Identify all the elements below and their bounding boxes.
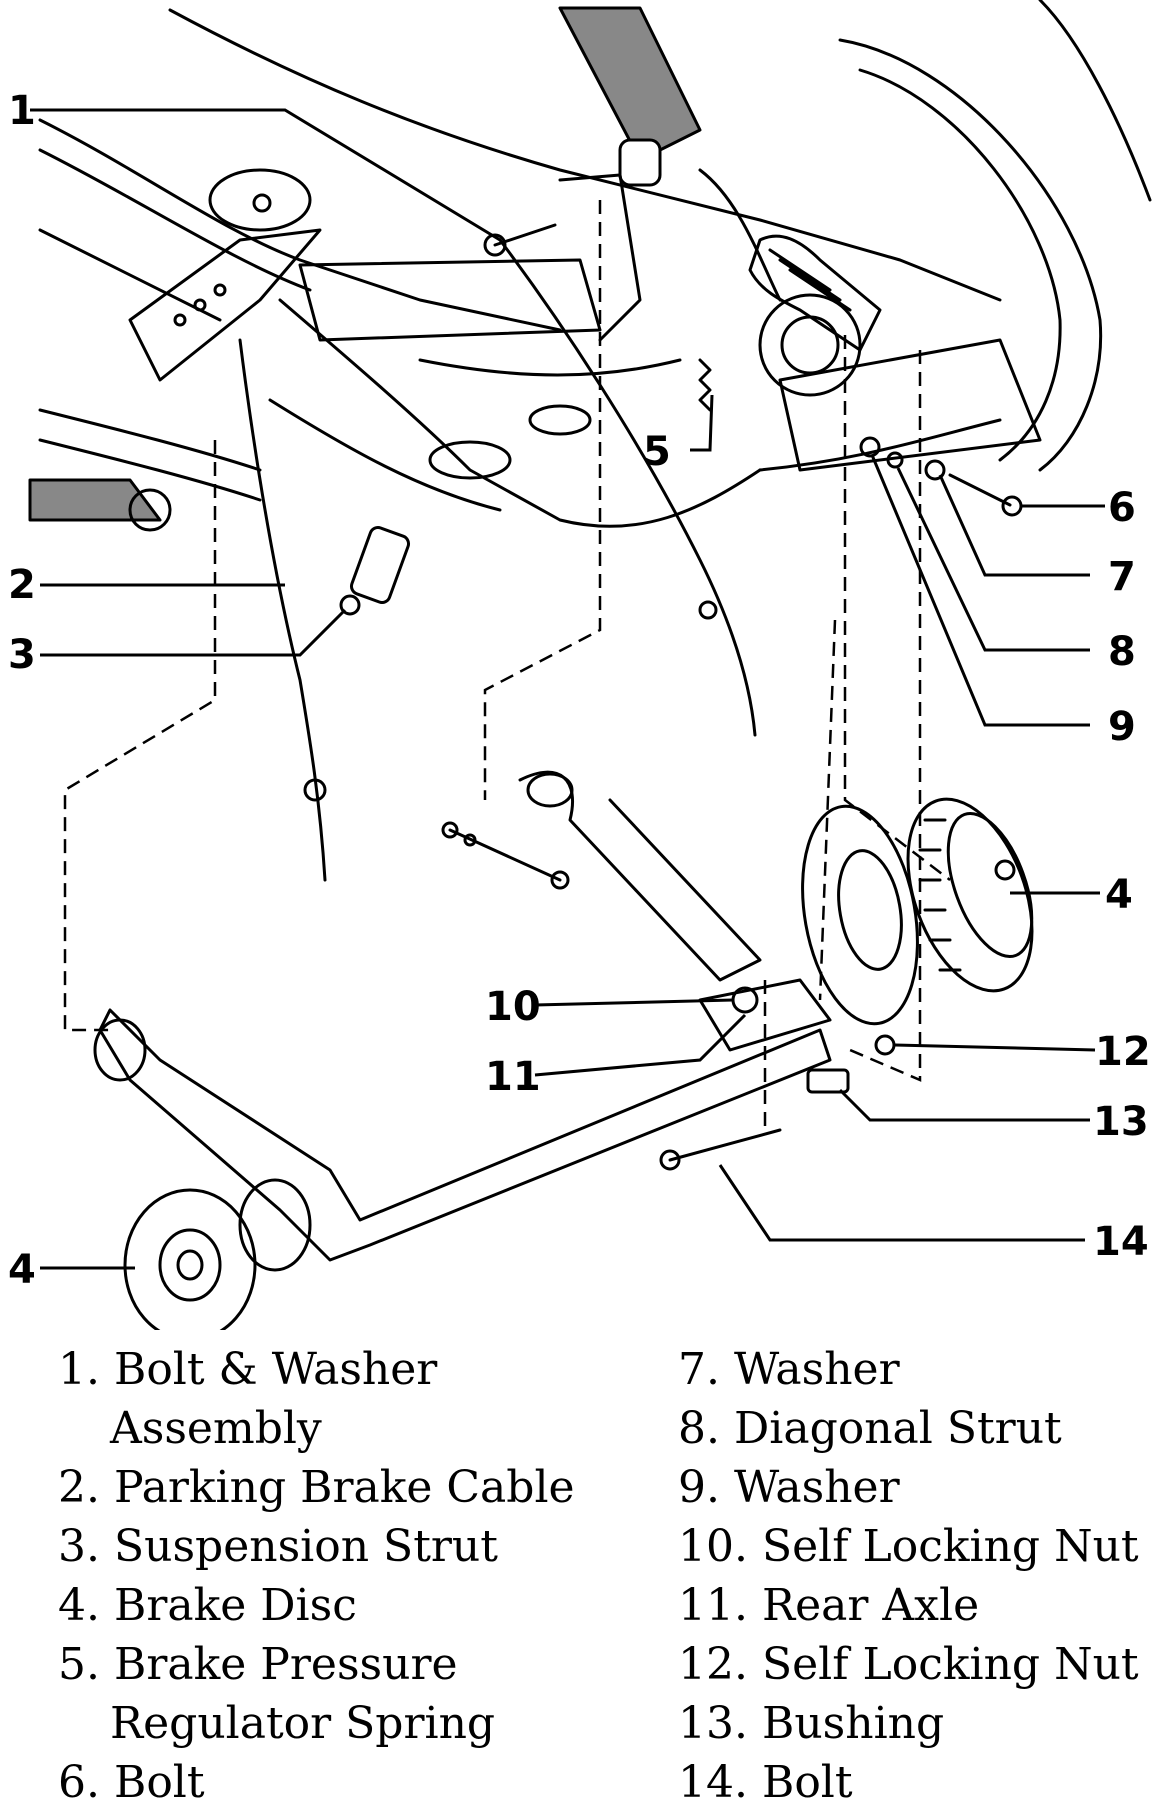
callout-13: 13 [1093,1099,1149,1145]
bolt-6 [948,473,1023,517]
legend-item-12: 12. Self Locking Nut [678,1639,1139,1690]
legend-item-10: 10. Self Locking Nut [678,1521,1139,1572]
legend-item-11: 11. Rear Axle [678,1580,980,1631]
legend-item-9: 9. Washer [678,1462,900,1513]
rear-suspension-diagram: 1 2 3 4 4 5 6 7 8 9 10 11 12 13 14 [8,0,1152,1330]
alignment-lines [63,200,951,1130]
strut-8 [886,451,904,469]
suspension-strut [339,526,411,616]
axle-boot [748,234,1042,472]
callout-6: 6 [1108,485,1136,531]
callout-9: 9 [1108,704,1136,750]
legend-item-7: 7. Washer [678,1344,900,1395]
callout-4-right: 4 [1105,872,1133,918]
strut-left-shaded [28,478,172,532]
bushing-13 [806,1068,850,1094]
legend-item-1: 1. Bolt & Washer Assembly [58,1344,438,1454]
brake-backing-plate-right [801,804,919,1026]
callout-4-left: 4 [8,1247,36,1293]
bolt-1 [483,223,557,257]
arm-bolt [441,821,570,890]
diagonal-strut-arm [518,770,762,982]
callout-1: 1 [8,88,36,134]
callout-3: 3 [8,632,36,678]
legend-item-6: 6. Bolt [58,1757,205,1808]
legend-right-column: 7. Washer 8. Diagonal Strut 9. Washer 10… [678,1340,1148,1812]
parking-brake-cable [238,238,757,882]
underbody-floor-pan [38,8,1002,528]
legend-item-8: 8. Diagonal Strut [678,1403,1062,1454]
legend-item-5: 5. Brake Pressure Regulator Spring [58,1639,496,1749]
legend-item-2: 2. Parking Brake Cable [58,1462,575,1513]
callout-7: 7 [1108,554,1136,600]
callout-14: 14 [1093,1219,1149,1265]
callout-5: 5 [643,429,671,475]
callout-2: 2 [8,562,36,608]
nut-12 [874,1034,896,1056]
brake-drum-right [906,797,1034,993]
callout-11: 11 [485,1054,541,1100]
callout-12: 12 [1095,1029,1151,1075]
legend-item-4: 4. Brake Disc [58,1580,357,1631]
washer-7 [924,459,946,481]
legend-item-3: 3. Suspension Strut [58,1521,498,1572]
mounting-bracket-left [128,168,322,382]
regulator-spring [698,358,712,412]
leader-lines [30,108,1105,1270]
legend-item-14: 14. Bolt [678,1757,853,1808]
wheel-arch [838,0,1152,472]
rear-axle-beam [93,978,832,1262]
legend-item-13: 13. Bushing [678,1698,945,1749]
frame-cross-member [298,173,642,342]
shock-absorber-upper [558,6,702,187]
brake-disc-left [123,1178,312,1330]
bolt-14 [659,1128,782,1171]
legend-left-column: 1. Bolt & Washer Assembly 2. Parking Bra… [58,1340,618,1812]
callout-8: 8 [1108,629,1136,675]
callout-10: 10 [485,984,541,1030]
washer-9 [859,436,881,458]
